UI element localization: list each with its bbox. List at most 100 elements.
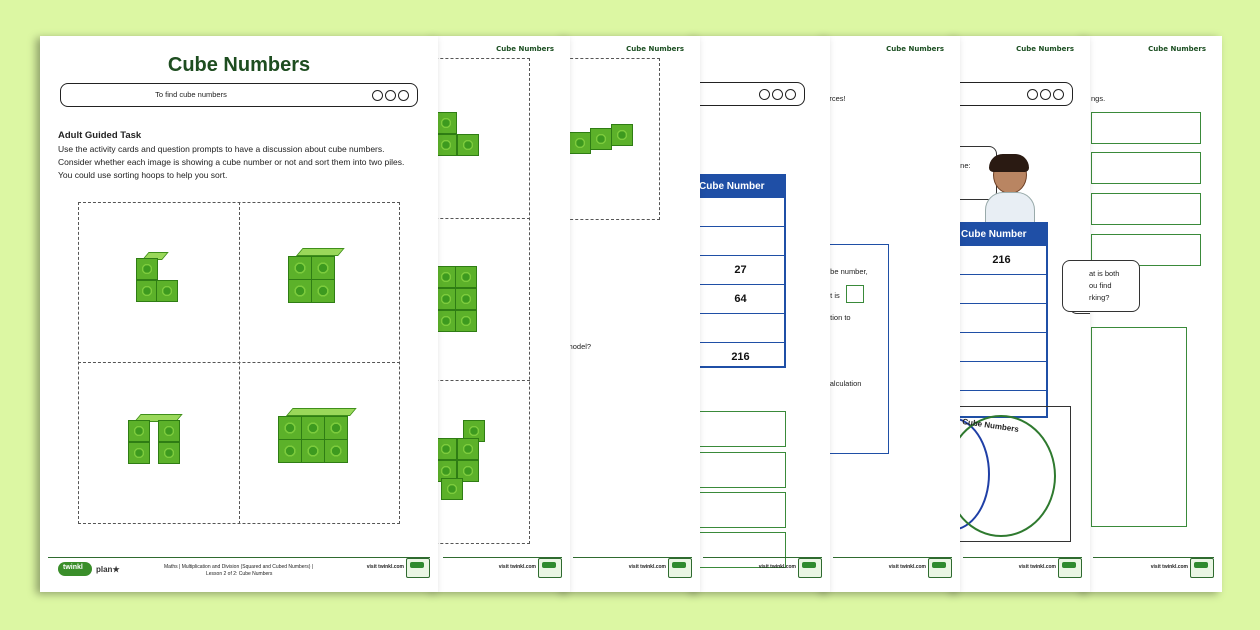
cube-model-image — [435, 266, 481, 356]
answer-box — [695, 411, 786, 447]
table-row — [957, 303, 1046, 332]
page-title: Cube Numbers — [167, 54, 311, 76]
footer-divider — [963, 557, 1082, 558]
table-row — [697, 313, 784, 342]
answer-box — [1091, 193, 1201, 225]
sheet-text-fragment: one: — [956, 161, 971, 170]
table-row: 216 — [697, 342, 784, 371]
sheet-text-fragment: rking? — [1089, 293, 1110, 302]
sheet-text-fragment: calculation — [826, 379, 862, 388]
question-bubble-overlay: at is both ou find rking? — [1062, 260, 1140, 312]
sheet-header-label: Cube Numbers — [496, 45, 554, 53]
worksheet-page-7: Cube Numbers ngs. visit twinkl.com — [1085, 36, 1222, 592]
table-row — [697, 226, 784, 255]
worksheet-page-3: Cube Numbers ? ? is model? visit twinkl.… — [565, 36, 700, 592]
question-panel: ube number, nt is ation to calculation — [825, 244, 889, 454]
answer-square — [846, 285, 864, 303]
twinkl-logo-text: twinkl — [63, 564, 83, 571]
card-divider — [78, 362, 400, 363]
table-row — [697, 197, 784, 226]
footer-url: visit twinkl.com — [366, 564, 404, 570]
progress-circles — [370, 88, 409, 106]
activity-card-grid — [435, 58, 530, 544]
worksheet-page-6: Cube Numbers one: Cube Number 216 at is … — [955, 36, 1090, 592]
footer-url: visit twinkl.com — [1018, 564, 1056, 570]
footer-url: visit twinkl.com — [758, 564, 796, 570]
answer-box — [695, 452, 786, 488]
answer-box — [695, 532, 786, 568]
footer-divider — [443, 557, 562, 558]
answer-box — [1091, 112, 1201, 144]
cube-model-image — [288, 248, 350, 308]
twinkl-logo: twinkl — [58, 562, 92, 576]
table-row: 64 — [697, 284, 784, 313]
footer-divider — [833, 557, 952, 558]
worksheet-page-1: Cube Numbers To find cube numbers Adult … — [40, 36, 438, 592]
sheet-text-fragment: ation to — [826, 313, 851, 322]
footer-subject-line: Lesson 2 of 2: Cube Numbers — [206, 570, 273, 577]
card-divider — [435, 380, 530, 381]
answer-box — [1091, 152, 1201, 184]
table-row — [957, 332, 1046, 361]
progress-circles — [1025, 87, 1064, 105]
twinkl-badge-icon — [406, 558, 430, 578]
task-instruction-line: You could use sorting hoops to help you … — [58, 170, 228, 180]
task-instruction-line: Use the activity cards and question prom… — [58, 144, 385, 154]
cube-model-image — [278, 408, 362, 474]
footer-url: visit twinkl.com — [1150, 564, 1188, 570]
cube-model-image — [435, 112, 495, 172]
sheet-header-label: Cube Numbers — [886, 45, 944, 53]
table-row — [957, 361, 1046, 390]
objective-banner — [955, 82, 1073, 106]
cube-number-table-a: Cube Number 27 64 216 — [695, 174, 786, 368]
sheet-header-label: Cube Numbers — [1016, 45, 1074, 53]
table-row: 216 — [957, 245, 1046, 274]
venn-circle-green — [955, 415, 1056, 537]
sheet-text-fragment: ube number, — [826, 267, 868, 276]
table-row: 27 — [697, 255, 784, 284]
footer-divider — [573, 557, 692, 558]
cube-number-table-b: Cube Number 216 — [955, 222, 1048, 418]
planit-logo-text: plan — [96, 565, 113, 574]
objective-banner — [695, 82, 805, 106]
sheet-text-fragment: nt is — [826, 291, 840, 300]
answer-box — [695, 492, 786, 528]
table-row — [957, 274, 1046, 303]
sheet-text-fragment: ou find — [1089, 281, 1112, 290]
footer-url: visit twinkl.com — [498, 564, 536, 570]
answer-box — [1091, 234, 1201, 266]
cube-model-image — [569, 118, 639, 158]
teacher-character-icon — [979, 154, 1037, 228]
task-instruction-line: Consider whether each image is showing a… — [58, 157, 405, 167]
objective-text: To find cube numbers — [155, 90, 227, 99]
table-header: Cube Number — [697, 176, 784, 197]
footer-divider — [1093, 557, 1214, 558]
twinkl-badge-icon — [668, 558, 692, 578]
working-box — [1091, 327, 1187, 527]
progress-circles — [757, 87, 796, 105]
footer-url: visit twinkl.com — [888, 564, 926, 570]
objective-banner: To find cube numbers — [60, 83, 418, 107]
worksheet-page-5: Cube Numbers ources! ube number, nt is a… — [825, 36, 960, 592]
card-divider — [239, 202, 240, 524]
sheet-text-fragment: ngs. — [1091, 94, 1106, 103]
twinkl-badge-icon — [538, 558, 562, 578]
sheet-text-fragment: ources! — [825, 94, 846, 103]
sheet-header-label: Cube Numbers — [1148, 45, 1206, 53]
footer-url: visit twinkl.com — [628, 564, 666, 570]
footer-divider — [48, 557, 430, 558]
sheet-header-label: Cube Numbers — [626, 45, 684, 53]
twinkl-badge-icon — [1058, 558, 1082, 578]
table-row — [957, 390, 1046, 419]
cube-model-image — [136, 252, 186, 304]
sheet-text-fragment: is model? — [565, 342, 592, 351]
venn-frame: Cube Numbers — [955, 406, 1071, 542]
footer-divider — [703, 557, 822, 558]
task-heading: Adult Guided Task — [58, 130, 142, 141]
worksheet-page-2: Cube Numbers visit twinkl.com — [435, 36, 570, 592]
cube-model-image — [435, 420, 495, 500]
cube-model-image — [128, 414, 190, 468]
planit-star-icon: ★ — [112, 565, 120, 574]
twinkl-badge-icon — [1190, 558, 1214, 578]
twinkl-badge-icon — [928, 558, 952, 578]
